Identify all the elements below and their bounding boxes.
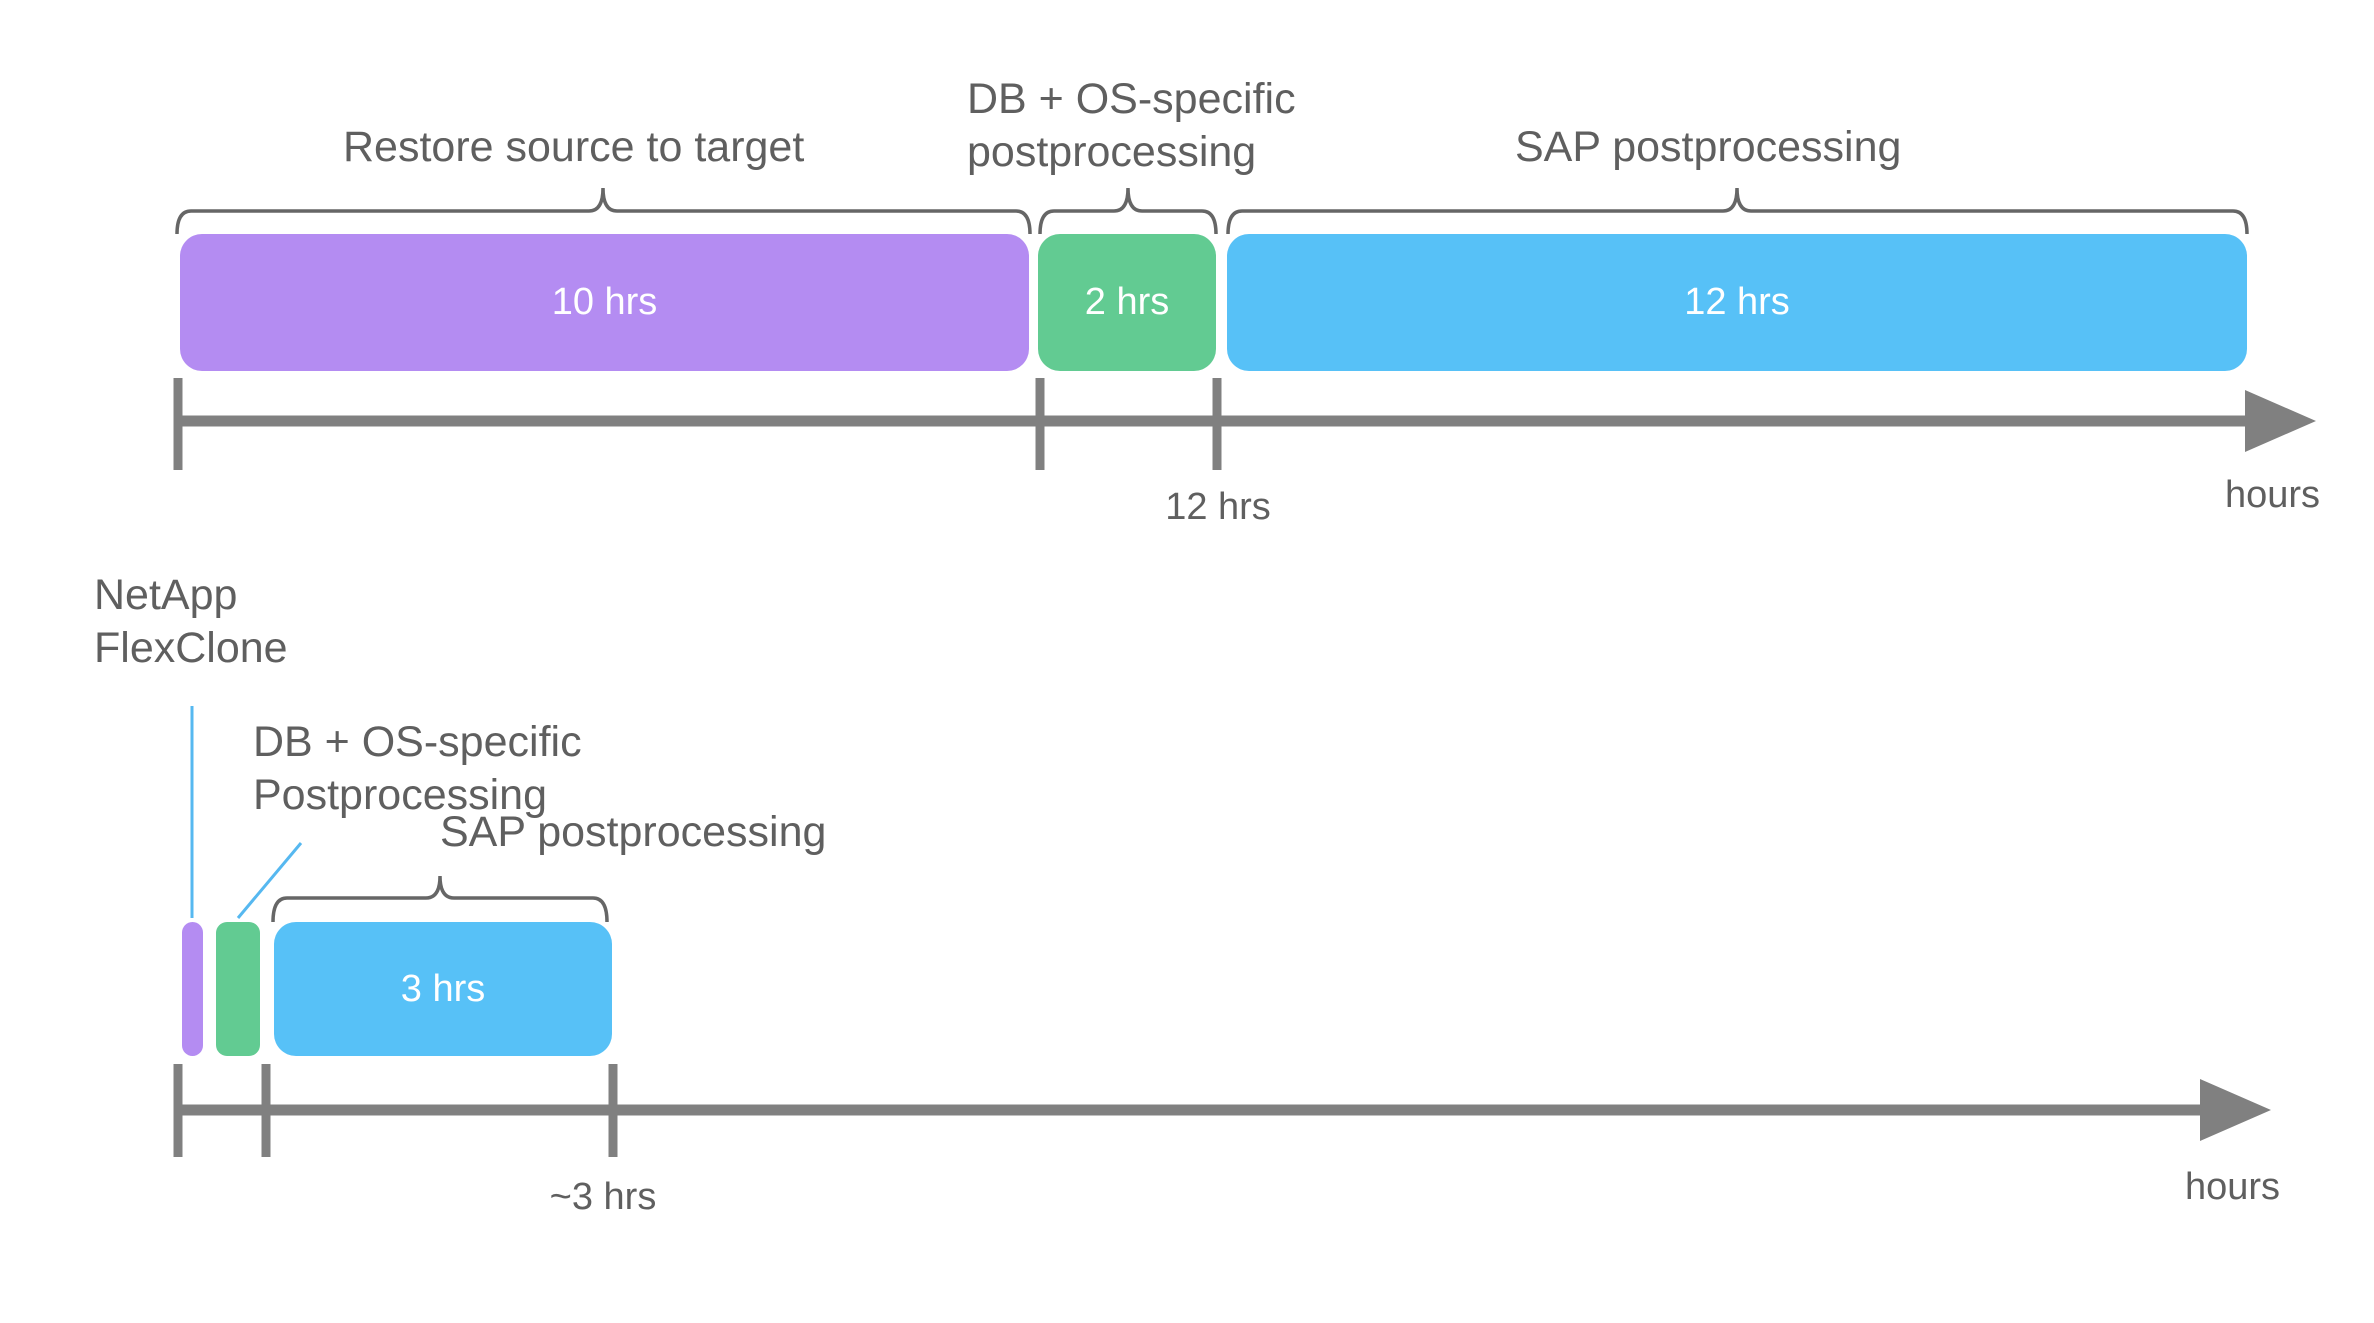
top-axis-unit-label: hours [2224,474,2320,516]
top-bar-restore: 10 hrs [180,234,1029,371]
bottom-label-db-os-line2: Postprocessing [253,771,547,819]
brace-sap [1226,187,2249,235]
bottom-axis-milestone-label: ~3 hrs [549,1176,657,1218]
bottom-label-sap: SAP postprocessing [440,808,827,856]
bottom-label-flexclone-line2: FlexClone [94,624,288,672]
top-label-sap: SAP postprocessing [1515,123,1902,171]
bottom-bar-sap-duration: 3 hrs [400,967,486,1010]
bottom-label-flexclone: NetApp FlexClone [94,569,288,675]
bottom-bar-flexclone [182,922,203,1056]
brace-db-os [1038,187,1218,235]
top-label-db-os-line2: postprocessing [967,128,1257,176]
top-bar-db-os-duration: 2 hrs [1084,281,1170,323]
top-bar-restore-duration: 10 hrs [551,281,658,323]
bottom-brace-sap [271,875,609,923]
bottom-label-db-os: DB + OS-specific Postprocessing [253,716,582,822]
bottom-bar-db-os [216,922,260,1056]
bottom-label-flexclone-line1: NetApp [94,571,238,619]
top-label-restore: Restore source to target [343,123,805,171]
top-axis-arrowhead-icon [2245,390,2316,452]
brace-restore [175,187,1032,235]
top-bar-sap-duration: 12 hrs [1684,281,1790,323]
bottom-bar-sap: 3 hrs [274,922,612,1056]
top-label-db-os-line1: DB + OS-specific [967,75,1296,123]
bottom-axis-unit-label: hours [2184,1166,2280,1208]
top-axis-milestone-label: 12 hrs [1165,486,1271,528]
top-bar-db-os: 2 hrs [1038,234,1216,371]
bottom-axis-arrowhead-icon [2200,1079,2271,1141]
top-bar-sap: 12 hrs [1227,234,2247,371]
bottom-label-db-os-line1: DB + OS-specific [253,718,582,766]
top-label-db-os: DB + OS-specific postprocessing [967,73,1296,179]
leader-line-db-os [236,842,303,919]
